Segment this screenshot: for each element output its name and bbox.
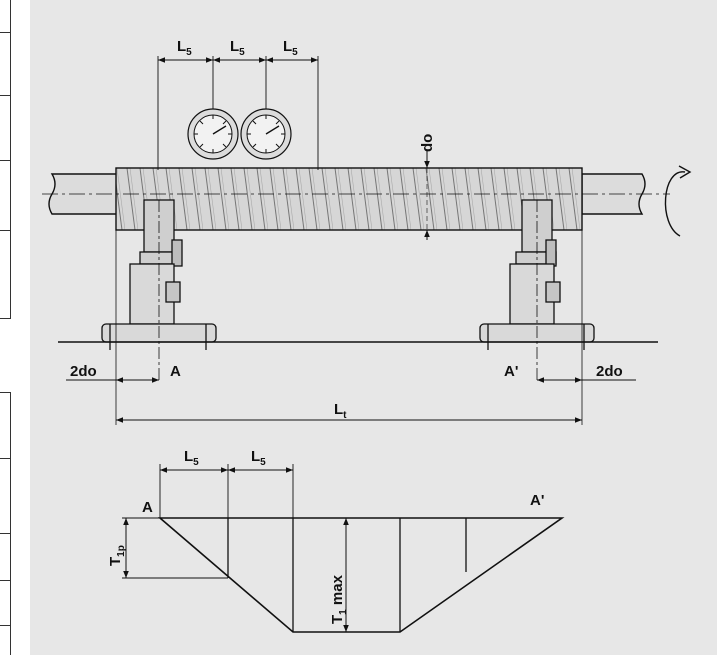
table-rule (0, 392, 11, 393)
table-rule (0, 625, 11, 626)
table-rule (0, 32, 11, 33)
l5-label: L5 (251, 448, 266, 468)
table-rule (0, 458, 11, 459)
l5-bottom-dimension: L5 L5 (159, 448, 294, 518)
runout-diagram: do L5 L5 L5 (42, 38, 692, 633)
t1p-dimension: T1p (107, 517, 228, 579)
l5-label: L5 (283, 38, 298, 58)
svg-text:L5: L5 (177, 38, 192, 58)
t1max-label: T1 max (329, 574, 349, 624)
lt-dimension: Lt (116, 401, 582, 423)
lt-label: Lt (334, 401, 347, 421)
svg-text:L5: L5 (230, 38, 245, 58)
two-do-label: 2do (70, 363, 97, 380)
table-rule (0, 160, 11, 161)
two-do-label: 2do (596, 363, 623, 380)
table-rule (0, 230, 11, 231)
two-do-left-dimension: 2do A (66, 363, 181, 383)
a-prime-label: A' (530, 492, 544, 509)
l5-label: L5 (177, 38, 192, 58)
support-centerlines (158, 200, 538, 380)
dial-gauge-icon (240, 108, 292, 160)
l5-label: L5 (184, 448, 199, 468)
torque-diagram: A A' (142, 492, 565, 633)
left-table-edge (0, 0, 14, 655)
dial-gauge-icon (187, 108, 239, 160)
t1max-dimension: T1 max (329, 518, 349, 632)
ball-screw-shaft (42, 167, 670, 231)
svg-text:L5: L5 (283, 38, 298, 58)
table-border (10, 392, 11, 655)
t1p-label: T1p (107, 545, 127, 566)
do-dimension: do (419, 134, 436, 240)
l5-label: L5 (230, 38, 245, 58)
extension-lines (115, 230, 583, 425)
do-label: do (419, 134, 436, 152)
diagram-panel: do L5 L5 L5 (30, 0, 717, 655)
a-label: A (142, 499, 153, 516)
rotation-arrow-icon (664, 165, 692, 237)
table-rule (0, 580, 11, 581)
right-support (479, 199, 595, 350)
l5-top-dimension: L5 L5 L5 (157, 38, 319, 170)
svg-text:L5: L5 (251, 448, 266, 468)
table-rule (0, 95, 11, 96)
svg-text:L5: L5 (184, 448, 199, 468)
table-rule (0, 318, 11, 319)
two-do-right-dimension: A' 2do (504, 363, 636, 383)
table-border (10, 0, 11, 318)
a-prime-label: A' (504, 363, 518, 380)
a-label: A (170, 363, 181, 380)
table-rule (0, 533, 11, 534)
